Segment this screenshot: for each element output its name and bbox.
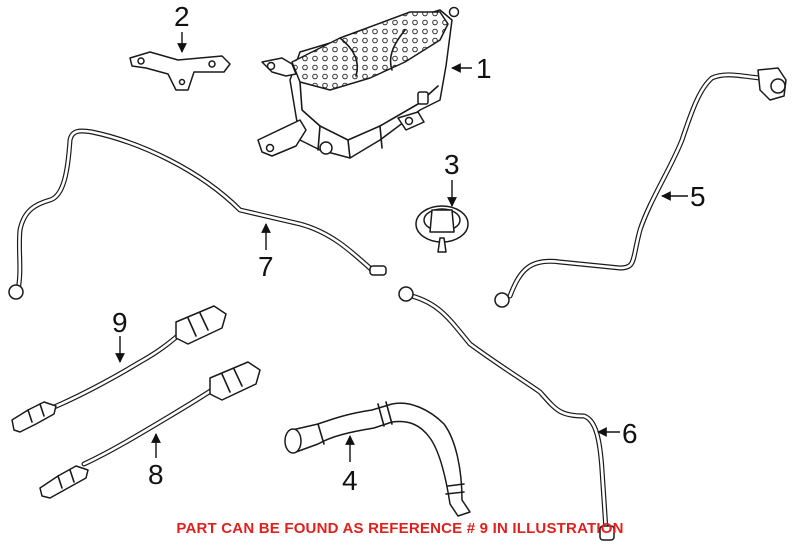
oxygen-sensor-lower	[39, 361, 261, 499]
callout-4: 4	[342, 465, 358, 496]
callout-3: 3	[444, 149, 460, 180]
callout-6: 6	[622, 418, 638, 449]
reference-note: PART CAN BE FOUND AS REFERENCE # 9 IN IL…	[176, 520, 624, 537]
hose-assembly	[284, 401, 471, 517]
leader-lines	[115, 32, 688, 462]
callout-8: 8	[148, 459, 164, 490]
callout-7: 7	[258, 251, 274, 282]
fuel-tube-lower	[398, 286, 615, 541]
oxygen-sensor-upper	[11, 305, 227, 433]
callout-2: 2	[174, 1, 190, 32]
purge-valve	[415, 205, 469, 253]
callout-9: 9	[112, 307, 128, 338]
vent-tube	[494, 67, 787, 308]
charcoal-canister	[257, 6, 460, 159]
fuel-tube-upper	[8, 128, 387, 300]
callout-1: 1	[476, 53, 492, 84]
mounting-bracket	[129, 51, 231, 91]
callout-5: 5	[690, 181, 706, 212]
